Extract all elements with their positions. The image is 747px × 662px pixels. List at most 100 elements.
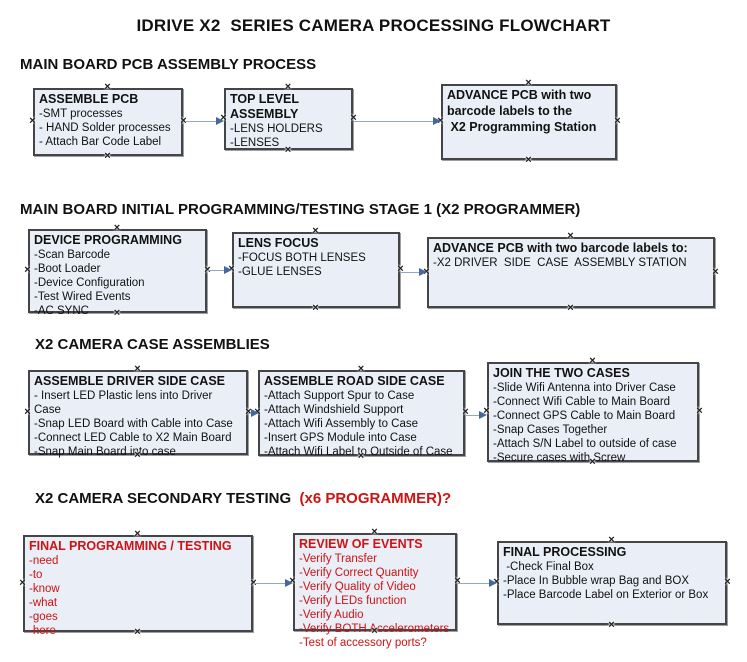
connection-point-icon[interactable] [588, 458, 597, 467]
box-line: -GLUE LENSES [238, 266, 322, 278]
box-line: -Verify Audio [299, 609, 364, 621]
flow-box-lens-focus[interactable]: LENS FOCUS -FOCUS BOTH LENSES-GLUE LENSE… [232, 232, 400, 308]
connection-point-icon[interactable] [23, 408, 32, 417]
connection-point-icon[interactable] [566, 304, 575, 313]
box-line: -to [29, 569, 43, 581]
box-lines: -need-to-know-what-goes-here [29, 554, 247, 638]
flow-box-advance-to-case-assembly[interactable]: ADVANCE PCB with two barcode labels to: … [427, 237, 715, 308]
flow-arrow[interactable] [465, 411, 487, 420]
box-line: -Place In Bubble wrap Bag and BOX [503, 575, 690, 587]
connection-point-icon[interactable] [133, 628, 142, 637]
box-title: ASSEMBLE DRIVER SIDE CASE [34, 374, 226, 388]
flow-arrow[interactable] [457, 579, 497, 588]
box-lines: -Check Final Box -Place In Bubble wrap Ba… [503, 560, 721, 602]
connection-point-icon[interactable] [711, 268, 720, 277]
arrow-head-icon [251, 409, 259, 417]
box-line: - HAND Solder processes [39, 122, 171, 134]
box-line: -Connect GPS Cable to Main Board [493, 410, 676, 422]
connection-point-icon[interactable] [607, 621, 616, 630]
connection-point-icon[interactable] [23, 266, 32, 275]
box-title: ASSEMBLE PCB [39, 92, 139, 106]
connection-point-icon[interactable] [103, 83, 112, 92]
box-line: -Verify Correct Quantity [299, 567, 419, 579]
connection-point-icon[interactable] [18, 579, 27, 588]
box-title: ADVANCE PCB with two barcode labels to: [433, 241, 688, 255]
flow-box-advance-to-programming-station[interactable]: ADVANCE PCB with two barcode labels to t… [441, 84, 617, 160]
connection-point-icon[interactable] [607, 536, 616, 545]
connection-point-icon[interactable] [566, 232, 575, 241]
flow-arrow[interactable] [248, 409, 259, 418]
flow-box-assemble-driver-side-case[interactable]: ASSEMBLE DRIVER SIDE CASE - Insert LED P… [28, 370, 248, 458]
box-line: -Test Wired Events [34, 291, 131, 303]
connection-point-icon[interactable] [103, 152, 112, 161]
box-lines: - Insert LED Plastic lens into Driver Ca… [34, 389, 242, 459]
box-line: - Attach Bar Code Label [39, 136, 162, 148]
box-line: -X2 DRIVER SIDE CASE ASSEMBLY STATION [433, 257, 687, 269]
box-title: FINAL PROCESSING [503, 545, 627, 559]
flow-arrow[interactable] [400, 268, 427, 277]
arrow-shaft [353, 121, 435, 122]
box-line: -Verify Transfer [299, 553, 377, 565]
box-line: -Snap Cases Together [493, 424, 608, 436]
flow-box-review-of-events[interactable]: REVIEW OF EVENTS -Verify Transfer-Verify… [293, 533, 457, 649]
connection-point-icon[interactable] [695, 407, 704, 416]
box-line: -Snap Main Board into case [34, 446, 176, 458]
box-lines: -FOCUS BOTH LENSES-GLUE LENSES [238, 251, 394, 279]
box-line: -SMT processes [39, 108, 123, 120]
connection-point-icon[interactable] [28, 117, 37, 126]
flow-box-assemble-road-side-case[interactable]: ASSEMBLE ROAD SIDE CASE -Attach Support … [258, 370, 465, 459]
box-line: barcode labels to the [447, 104, 573, 118]
connection-point-icon[interactable] [588, 357, 597, 366]
arrow-head-icon [479, 411, 487, 419]
connection-point-icon[interactable] [524, 79, 533, 88]
arrow-shaft [253, 583, 287, 584]
connection-point-icon[interactable] [113, 224, 122, 233]
connection-point-icon[interactable] [723, 578, 732, 587]
box-line: - Insert LED Plastic lens into Driver Ca… [34, 390, 216, 416]
connection-point-icon[interactable] [284, 146, 293, 155]
box-title: ADVANCE PCB with two [447, 88, 592, 102]
connection-point-icon[interactable] [370, 528, 379, 537]
connection-point-icon[interactable] [357, 365, 366, 374]
flow-box-assemble-pcb[interactable]: ASSEMBLE PCB -SMT processes - HAND Solder… [33, 88, 183, 156]
box-line: -goes [29, 611, 58, 623]
box-line: -what [29, 597, 58, 609]
box-line: -Check Final Box [503, 561, 594, 573]
box-line: -Attach Support Spur to Case [264, 390, 415, 402]
connection-point-icon[interactable] [311, 227, 320, 236]
connection-point-icon[interactable] [357, 452, 366, 461]
box-line: -need [29, 555, 59, 567]
flow-arrow[interactable] [353, 117, 441, 126]
box-line: -Connect Wifi Cable to Main Board [493, 396, 671, 408]
flow-box-device-programming[interactable]: DEVICE PROGRAMMING -Scan Barcode-Boot Lo… [28, 229, 207, 317]
box-line: -Attach Windshield Support [264, 404, 404, 416]
box-line: -here [29, 625, 56, 637]
box-line: -Verify BOTH Accelerometers [299, 623, 450, 635]
flow-box-final-processing[interactable]: FINAL PROCESSING -Check Final Box -Place … [497, 541, 727, 625]
arrow-head-icon [285, 579, 293, 587]
box-lines: barcode labels to the X2 Programming Sta… [447, 103, 611, 135]
connection-point-icon[interactable] [284, 83, 293, 92]
connection-point-icon[interactable] [133, 530, 142, 539]
connection-point-icon[interactable] [524, 156, 533, 165]
connection-point-icon[interactable] [311, 304, 320, 313]
arrow-head-icon [419, 268, 427, 276]
box-line: -Snap LED Board with Cable into Case [34, 418, 233, 430]
connection-point-icon[interactable] [370, 627, 379, 636]
flow-box-final-programming-testing[interactable]: FINAL PROGRAMMING / TESTING -need-to-kno… [23, 535, 253, 637]
flow-arrow[interactable] [207, 266, 232, 275]
box-lines: -LENS HOLDERS-LENSES [230, 122, 347, 150]
arrow-shaft [465, 415, 481, 416]
flow-box-join-the-two-cases[interactable]: JOIN THE TWO CASES -Slide Wifi Antenna i… [487, 362, 699, 464]
connection-point-icon[interactable] [133, 451, 142, 460]
box-lines: -Attach Support Spur to Case -Attach Wind… [264, 389, 459, 459]
flow-box-top-level-assembly[interactable]: TOP LEVEL ASSEMBLY -LENS HOLDERS-LENSES [224, 88, 353, 150]
box-title: ASSEMBLE ROAD SIDE CASE [264, 374, 445, 388]
box-line: -Secure cases with Screw [493, 452, 626, 464]
connection-point-icon[interactable] [613, 117, 622, 126]
connection-point-icon[interactable] [113, 309, 122, 318]
flow-arrow[interactable] [185, 117, 224, 126]
flow-arrow[interactable] [253, 579, 293, 588]
section-heading-initial-programming: MAIN BOARD INITIAL PROGRAMMING/TESTING S… [20, 201, 581, 218]
connection-point-icon[interactable] [133, 365, 142, 374]
